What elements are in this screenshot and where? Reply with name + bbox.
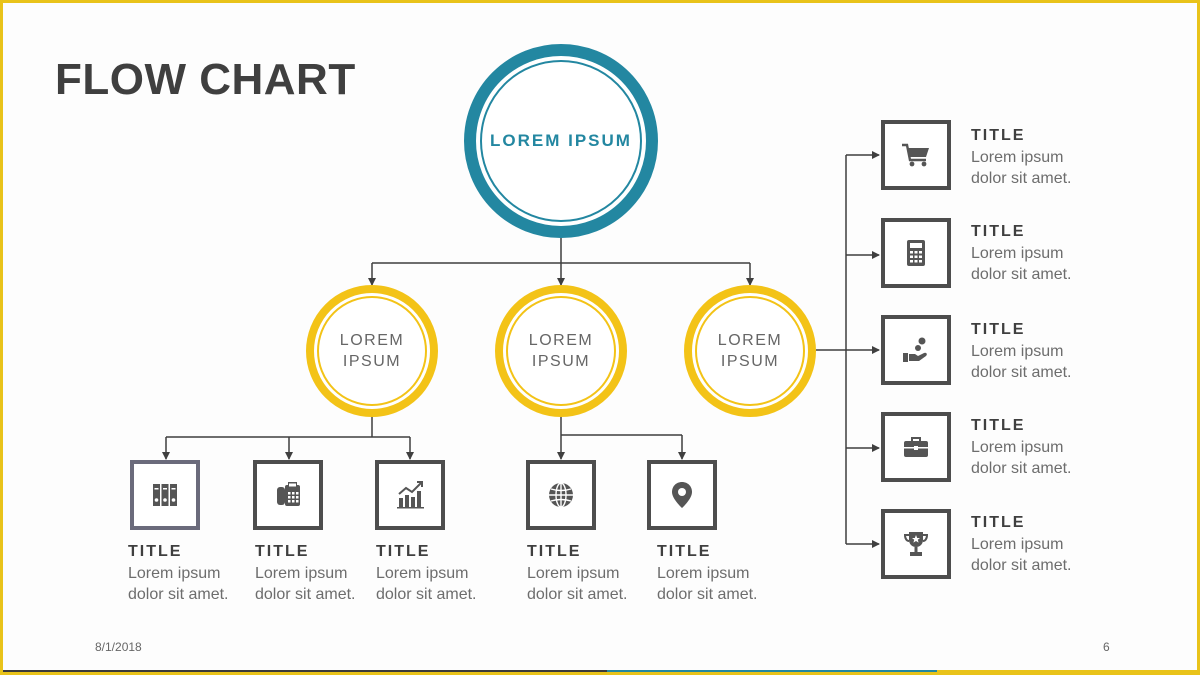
right-item-1-title: TITLE	[971, 127, 1026, 144]
right-item-1-desc: Lorem ipsum dolor sit amet.	[971, 147, 1071, 189]
footer-bar-yellow	[937, 670, 1197, 672]
bottom-item-1-box	[130, 460, 200, 530]
level2-node-2: LOREM IPSUM	[495, 285, 627, 417]
right-item-2-desc: Lorem ipsum dolor sit amet.	[971, 243, 1071, 285]
shopping-cart-icon	[902, 143, 929, 167]
right-item-4-desc: Lorem ipsum dolor sit amet.	[971, 437, 1071, 479]
hand-coin-icon	[903, 337, 927, 362]
root-node: LOREM IPSUM	[464, 44, 658, 238]
right-item-5-desc: Lorem ipsum dolor sit amet.	[971, 534, 1071, 576]
globe-icon	[549, 482, 573, 508]
right-item-5-desc-line1: Lorem ipsum	[971, 536, 1064, 553]
right-item-3-desc-line2: dolor sit amet.	[971, 364, 1072, 381]
right-item-5-box	[881, 509, 951, 579]
bottom-item-5-title: TITLE	[657, 543, 712, 560]
level2-node-3-label: LOREM IPSUM	[717, 332, 783, 370]
right-item-1-desc-line2: dolor sit amet.	[971, 170, 1072, 187]
bottom-item-1-desc-line1: Lorem ipsum	[128, 565, 221, 582]
connector-lines	[162, 151, 880, 548]
right-item-4-desc-line1: Lorem ipsum	[971, 439, 1064, 456]
binders-icon	[153, 484, 177, 506]
right-item-4-box	[881, 412, 951, 482]
bottom-item-5-box	[647, 460, 717, 530]
right-item-2-desc-line1: Lorem ipsum	[971, 245, 1064, 262]
bottom-item-5-desc-line1: Lorem ipsum	[657, 565, 750, 582]
bottom-item-5-desc: Lorem ipsum dolor sit amet.	[657, 563, 757, 605]
bottom-item-2-box	[253, 460, 323, 530]
slide-title: FLOW CHART	[55, 55, 356, 104]
level2-node-2-inner-ring: LOREM IPSUM	[506, 296, 616, 406]
root-node-label: LOREM IPSUM	[490, 131, 632, 150]
level2-node-1-inner-ring: LOREM IPSUM	[317, 296, 427, 406]
level2-node-3-inner-ring: LOREM IPSUM	[695, 296, 805, 406]
bottom-item-4-desc-line2: dolor sit amet.	[527, 586, 628, 603]
bottom-item-3-desc: Lorem ipsum dolor sit amet.	[376, 563, 476, 605]
footer-bar-teal	[607, 670, 937, 672]
bar-chart-trend-icon	[397, 481, 424, 509]
right-item-4-desc-line2: dolor sit amet.	[971, 460, 1072, 477]
right-item-3-title: TITLE	[971, 321, 1026, 338]
right-item-3-desc-line1: Lorem ipsum	[971, 343, 1064, 360]
root-node-inner-ring: LOREM IPSUM	[480, 60, 642, 222]
bottom-item-1-desc-line2: dolor sit amet.	[128, 586, 229, 603]
bottom-item-2-desc-line2: dolor sit amet.	[255, 586, 356, 603]
bottom-item-2-desc: Lorem ipsum dolor sit amet.	[255, 563, 355, 605]
level2-node-3: LOREM IPSUM	[684, 285, 816, 417]
trophy-icon	[903, 532, 929, 556]
bottom-item-4-box	[526, 460, 596, 530]
right-item-2-box	[881, 218, 951, 288]
bottom-item-2-desc-line1: Lorem ipsum	[255, 565, 348, 582]
right-item-4-title: TITLE	[971, 417, 1026, 434]
level2-node-1: LOREM IPSUM	[306, 285, 438, 417]
bottom-item-4-title: TITLE	[527, 543, 582, 560]
right-item-5-desc-line2: dolor sit amet.	[971, 557, 1072, 574]
footer-date: 8/1/2018	[95, 640, 142, 654]
fax-phone-icon	[277, 482, 300, 506]
bottom-item-3-desc-line1: Lorem ipsum	[376, 565, 469, 582]
calculator-icon	[907, 240, 925, 266]
bottom-item-3-desc-line2: dolor sit amet.	[376, 586, 477, 603]
level2-node-2-label: LOREM IPSUM	[528, 332, 594, 370]
right-item-1-desc-line1: Lorem ipsum	[971, 149, 1064, 166]
map-pin-icon	[672, 482, 692, 508]
bottom-item-4-desc-line1: Lorem ipsum	[527, 565, 620, 582]
right-item-3-box	[881, 315, 951, 385]
bottom-item-1-title: TITLE	[128, 543, 183, 560]
briefcase-icon	[904, 437, 928, 457]
footer-bar-dark	[3, 670, 607, 672]
right-item-5-title: TITLE	[971, 514, 1026, 531]
bottom-item-4-desc: Lorem ipsum dolor sit amet.	[527, 563, 627, 605]
right-item-3-desc: Lorem ipsum dolor sit amet.	[971, 341, 1071, 383]
bottom-item-5-desc-line2: dolor sit amet.	[657, 586, 758, 603]
right-item-2-desc-line2: dolor sit amet.	[971, 266, 1072, 283]
bottom-item-2-title: TITLE	[255, 543, 310, 560]
right-item-1-box	[881, 120, 951, 190]
bottom-item-3-box	[375, 460, 445, 530]
bottom-item-1-desc: Lorem ipsum dolor sit amet.	[128, 563, 228, 605]
right-item-2-title: TITLE	[971, 223, 1026, 240]
footer-page-number: 6	[1103, 640, 1110, 654]
bottom-item-3-title: TITLE	[376, 543, 431, 560]
level2-node-1-label: LOREM IPSUM	[339, 332, 405, 370]
